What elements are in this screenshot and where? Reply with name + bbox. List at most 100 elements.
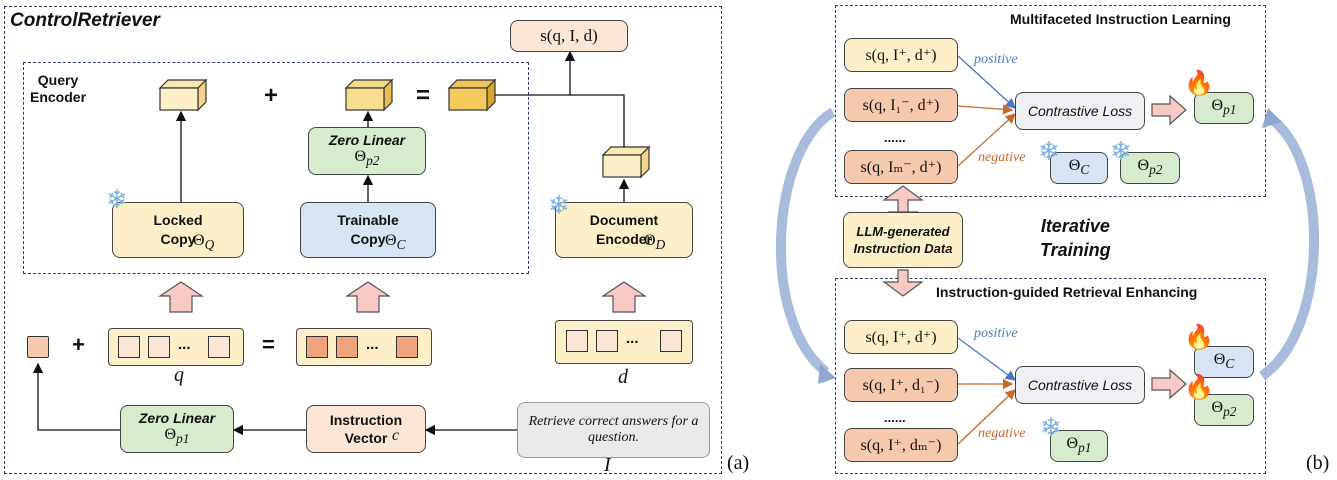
- theta-p2-top: Θp2: [355, 148, 380, 169]
- theta-d-symbol: Θ: [644, 232, 656, 249]
- instruction-token-cell: [27, 336, 49, 358]
- bottom-negative-score-1: s(q, I⁺, d₁⁻): [844, 368, 958, 402]
- plus-sign-bottom: +: [72, 332, 85, 357]
- snowflake-icon: ❄: [548, 190, 570, 220]
- score-box: s(q, I, d): [510, 20, 628, 52]
- document-token-cell: [660, 330, 682, 352]
- theta-p1-sub: p1: [176, 431, 190, 447]
- instructed-token-cell: [396, 336, 418, 358]
- top-negative-label: negative: [978, 150, 1026, 165]
- bottom-theta-p2: Θp2: [1194, 394, 1254, 426]
- panel-b-tag: (b): [1306, 452, 1330, 474]
- snowflake-icon: ❄: [106, 184, 128, 214]
- llm-instruction-data-text: LLM-generated Instruction Data: [853, 224, 953, 256]
- equals-sign-top: =: [416, 82, 431, 109]
- top-negative-score-1: s(q, I₁⁻, d⁺): [844, 88, 958, 122]
- query-token-cell: [118, 336, 140, 358]
- instruction-vector-box: Instruction Vector: [306, 405, 426, 453]
- instruction-vector-label: Instruction Vector: [329, 412, 403, 446]
- theta-p1-symbol: Θ: [164, 426, 177, 444]
- right-arrow-top: [1151, 94, 1187, 126]
- bottom-ellipsis: ......: [884, 410, 906, 425]
- bottom-positive-label: positive: [974, 326, 1018, 341]
- bottom-negative-score-1-text: s(q, I⁺, d₁⁻): [862, 377, 940, 394]
- instruction-vector-c: c: [392, 427, 400, 444]
- theta-c-symbol: Θ: [385, 232, 397, 249]
- instruction-text: Retrieve correct answers for a question.: [528, 414, 699, 445]
- control-retriever-frame: [4, 6, 722, 474]
- document-encoder-label: Document Encoder: [589, 212, 659, 247]
- top-theta-c-value: ΘC: [1069, 157, 1089, 178]
- locked-copy-label: Locked Copy: [153, 212, 203, 247]
- top-theta-p1-sub: p1: [1223, 102, 1237, 118]
- top-theta-p1: Θp1: [1194, 92, 1254, 124]
- bottom-theta-p2-value: Θp2: [1212, 399, 1237, 420]
- snowflake-icon: ❄: [1040, 412, 1062, 442]
- zero-linear-top-label: Zero Linear: [328, 132, 406, 149]
- up-arrow-1: [158, 281, 204, 313]
- bottom-negative-score-m-text: s(q, I⁺, dₘ⁻): [860, 437, 942, 454]
- theta-c: ΘC: [385, 232, 405, 253]
- zero-linear-bottom-box: Zero Linear Θp1: [120, 405, 234, 453]
- bottom-theta-c-symbol: Θ: [1213, 351, 1226, 369]
- plus-sign-top: +: [264, 82, 279, 109]
- fire-icon: 🔥: [1184, 70, 1214, 97]
- top-theta-p2-sub: p2: [1149, 162, 1163, 178]
- score-text: s(q, I, d): [540, 26, 598, 45]
- top-theta-c-symbol: Θ: [1068, 157, 1081, 175]
- theta-q-symbol: Θ: [193, 232, 205, 249]
- top-theta-p1-value: Θp1: [1212, 97, 1237, 118]
- llm-instruction-data-box: LLM-generated Instruction Data: [843, 212, 963, 268]
- theta-d: ΘD: [644, 232, 665, 253]
- bottom-positive-score-text: s(q, I⁺, d⁺): [865, 329, 937, 346]
- d-label: d: [618, 366, 628, 388]
- iterative-training-label: Iterative Training: [1040, 216, 1111, 260]
- top-positive-score-text: s(q, I⁺, d⁺): [865, 47, 937, 64]
- top-theta-c-sub: C: [1080, 162, 1090, 178]
- fire-icon: 🔥: [1184, 374, 1214, 401]
- i-label: I: [604, 454, 611, 476]
- top-theta-p2-value: Θp2: [1138, 157, 1163, 178]
- query-token-cell: [148, 336, 170, 358]
- right-arrow-bottom: [1151, 368, 1187, 400]
- top-positive-score: s(q, I⁺, d⁺): [844, 38, 958, 72]
- top-ellipsis: ......: [884, 130, 906, 145]
- bottom-theta-p2-symbol: Θ: [1211, 399, 1224, 417]
- panel-a-tag: (a): [727, 452, 750, 474]
- bottom-theta-p1-symbol: Θ: [1066, 435, 1079, 453]
- top-positive-label: positive: [974, 52, 1018, 67]
- top-negative-score-m: s(q, Iₘ⁻, d⁺): [844, 150, 958, 184]
- bottom-theta-p1-sub: p1: [1078, 440, 1092, 456]
- up-arrow-3: [601, 281, 647, 313]
- document-token-cell: [596, 330, 618, 352]
- top-theta-p1-symbol: Θ: [1211, 97, 1224, 115]
- document-encoder-box: Document Encoder: [555, 202, 693, 258]
- zero-linear-bottom-label: Zero Linear: [138, 410, 216, 427]
- query-token-dots: ...: [178, 336, 191, 353]
- multifaceted-title: Multifaceted Instruction Learning: [1010, 11, 1231, 27]
- top-theta-p2: Θp2: [1120, 152, 1180, 184]
- top-theta-p2-symbol: Θ: [1137, 157, 1150, 175]
- theta-q-sub: Q: [204, 237, 215, 253]
- theta-p2-symbol: Θ: [354, 148, 367, 166]
- bottom-theta-p1-value: Θp1: [1067, 435, 1092, 456]
- instruction-text-box: Retrieve correct answers for a question.: [517, 402, 710, 458]
- bottom-theta-c-sub: C: [1225, 356, 1235, 372]
- instructed-token-cell: [306, 336, 328, 358]
- theta-p1-bottom: Θp1: [165, 426, 190, 447]
- bottom-contrastive-loss: Contrastive Loss: [1015, 366, 1145, 404]
- document-token-dots: ...: [626, 330, 639, 347]
- bottom-theta-c-value: ΘC: [1214, 351, 1234, 372]
- bottom-theta-c: ΘC: [1194, 346, 1254, 378]
- document-token-cell: [566, 330, 588, 352]
- theta-d-sub: D: [655, 237, 666, 253]
- top-theta-c: ΘC: [1050, 152, 1108, 184]
- up-arrow-2: [345, 281, 391, 313]
- bottom-negative-label: negative: [978, 426, 1026, 441]
- top-contrastive-loss: Contrastive Loss: [1015, 92, 1145, 130]
- equals-sign-bottom: =: [262, 332, 275, 357]
- query-token-cell: [208, 336, 230, 358]
- multifaceted-frame: [835, 5, 1266, 197]
